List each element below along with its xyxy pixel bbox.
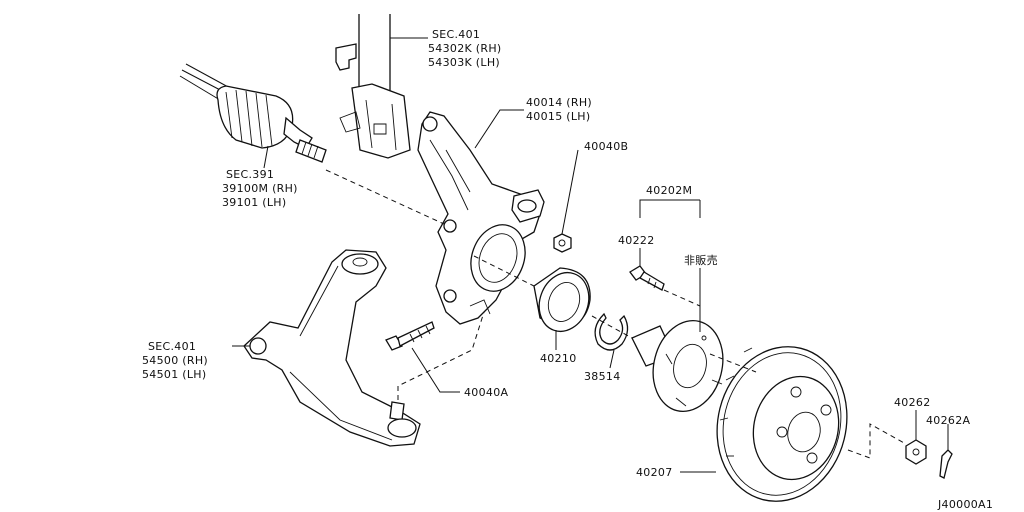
strut-assembly[interactable] [335, 14, 411, 159]
label-54501: 54501 (LH) [142, 368, 206, 381]
assembly-center-lines [325, 169, 907, 459]
wheel-hub-40202m[interactable] [631, 313, 732, 419]
label-40262a: 40262A [926, 414, 970, 427]
wheel-bearing-40210[interactable] [531, 266, 597, 339]
bolt-40040a[interactable] [385, 321, 435, 351]
label-40014: 40014 (RH) [526, 96, 592, 109]
label-54303k: 54303K (LH) [428, 56, 500, 69]
diagram-code: J40000A1 [937, 498, 993, 511]
leader-lines [232, 37, 949, 473]
drive-shaft[interactable] [179, 63, 327, 163]
label-sec401-top: SEC.401 [432, 28, 480, 41]
label-40210: 40210 [540, 352, 577, 365]
label-54302k: 54302K (RH) [428, 42, 502, 55]
lock-nut-40262[interactable] [905, 439, 927, 465]
label-39100m: 39100M (RH) [222, 182, 298, 195]
label-40262: 40262 [894, 396, 931, 409]
label-40040a: 40040A [464, 386, 508, 399]
snap-ring-38514[interactable] [594, 312, 629, 351]
label-39101: 39101 (LH) [222, 196, 286, 209]
brake-rotor-40207[interactable] [701, 333, 863, 512]
nut-40040b[interactable] [553, 233, 572, 253]
label-40015: 40015 (LH) [526, 110, 590, 123]
label-40207: 40207 [636, 466, 673, 479]
label-sec391: SEC.391 [226, 168, 274, 181]
label-40040b: 40040B [584, 140, 628, 153]
label-sec401-left: SEC.401 [148, 340, 196, 353]
lower-control-arm[interactable] [243, 249, 421, 447]
hub-bolt-40222[interactable] [629, 265, 665, 291]
label-54500: 54500 (RH) [142, 354, 208, 367]
label-40222: 40222 [618, 234, 655, 247]
label-38514: 38514 [584, 370, 621, 383]
cotter-pin-40262a[interactable] [939, 449, 953, 479]
label-not-for-sale: 非販売 [684, 254, 718, 267]
label-40202m: 40202M [646, 184, 692, 197]
steering-knuckle[interactable] [417, 111, 545, 325]
